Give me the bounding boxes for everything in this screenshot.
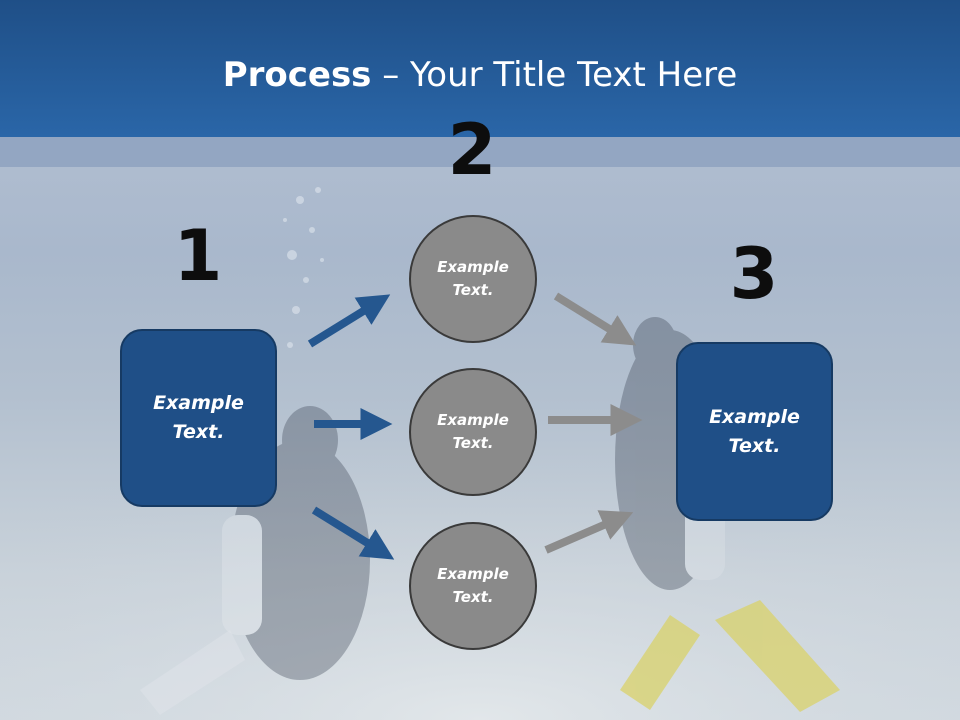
arrow-from-circle-bottom	[544, 510, 634, 554]
arrow-to-circle-bottom	[311, 506, 395, 560]
title-bold: Process	[222, 55, 372, 95]
header-bar	[0, 0, 960, 137]
arrow-from-circle-top	[553, 292, 637, 346]
arrow-to-circle-top	[307, 294, 391, 348]
step-number-1: 1	[173, 215, 223, 297]
header-band	[0, 137, 960, 167]
step-number-3: 3	[729, 233, 779, 315]
title-rest: – Your Title Text Here	[371, 55, 738, 95]
slide-title[interactable]: Process – Your Title Text Here	[0, 52, 960, 98]
step-number-2: 2	[447, 109, 497, 191]
